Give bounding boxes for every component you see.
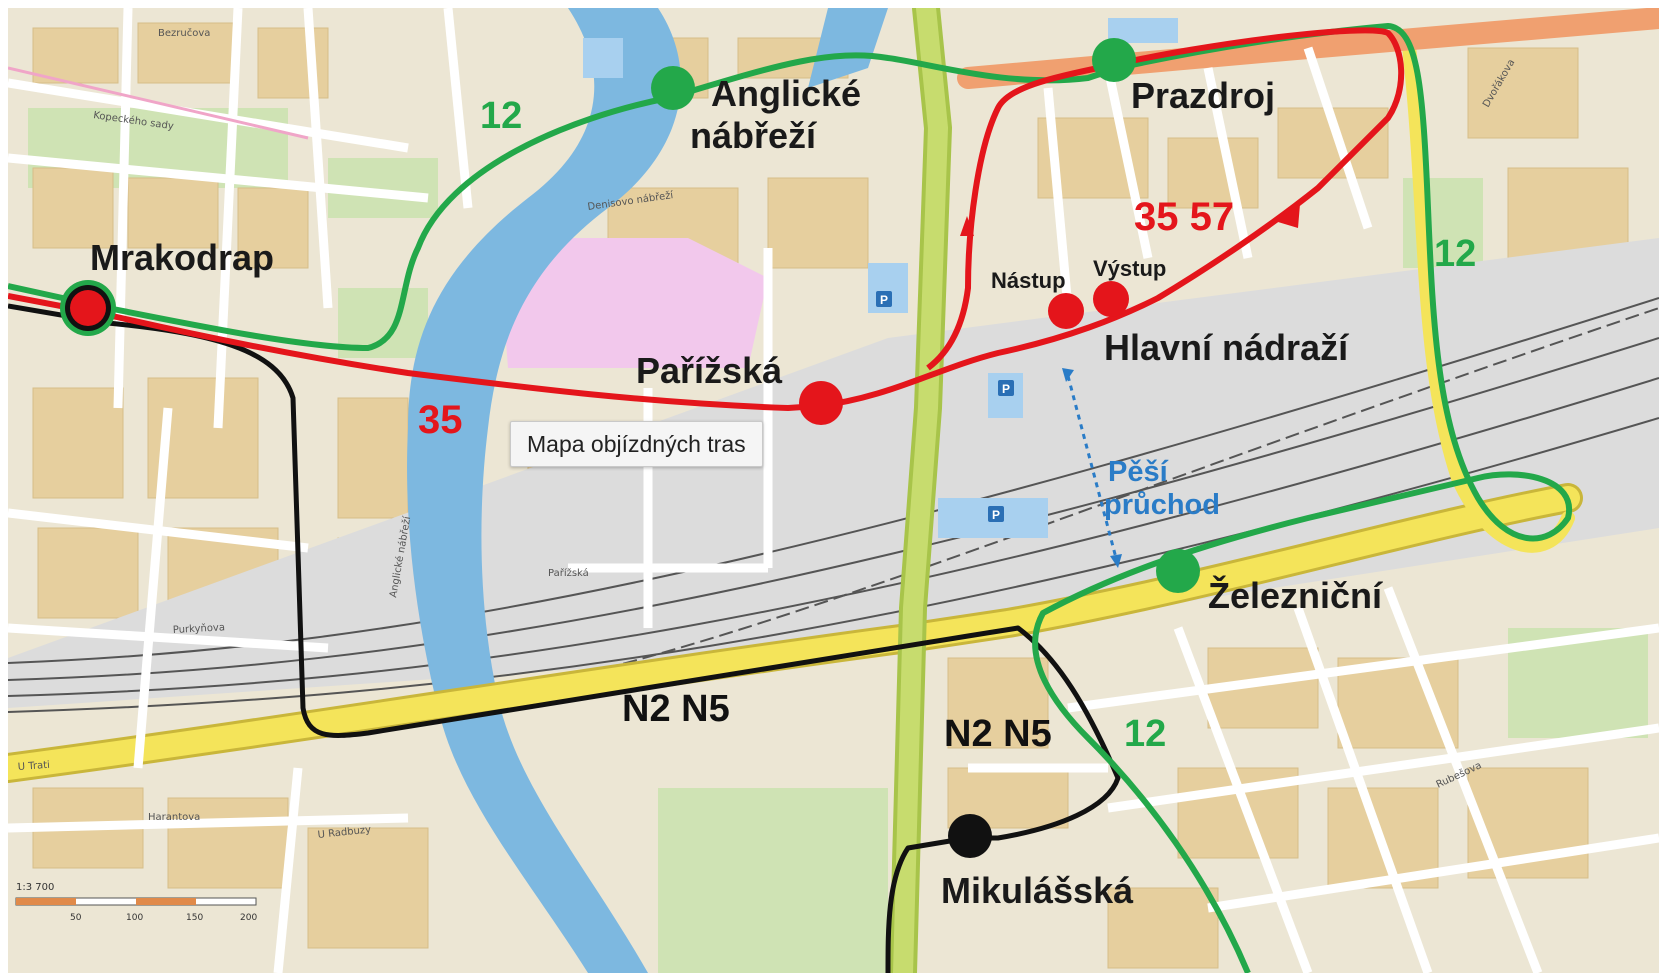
- route-n2-n5-line: [8, 303, 1121, 973]
- stop-label-anglicke-1: Anglické: [711, 73, 861, 114]
- route-label-12-south: 12: [1124, 713, 1166, 755]
- pedestrian-arrow-top: [1062, 368, 1074, 382]
- minor-line: [8, 66, 309, 140]
- pedestrian-arrow-bottom: [1110, 554, 1122, 568]
- stop-label-mrakodrap: Mrakodrap: [90, 237, 274, 278]
- route-label-35-57: 35 57: [1134, 195, 1234, 239]
- stop-markers: [60, 38, 1200, 858]
- street-label-bezrucova: Bezručova: [158, 27, 210, 39]
- street-label-harantova: Harantova: [148, 812, 200, 823]
- stop-label-parizska: Pařížská: [636, 350, 783, 391]
- pedestrian-label-line1: Pěší: [1108, 456, 1169, 488]
- image-tooltip: Mapa objízdných tras: [510, 421, 763, 467]
- parking-icon: P P P: [876, 291, 1014, 522]
- route-35-57-line: [8, 27, 1405, 411]
- route-number-labels: 12 12 12 35 57 35 N2 N5 N2 N5: [418, 95, 1476, 755]
- stop-anglicke-marker: [651, 66, 695, 110]
- detour-map[interactable]: P P P: [8, 8, 1659, 973]
- radbuza-river: [407, 8, 681, 973]
- street-label-u-trati: U Trati: [17, 760, 50, 773]
- scale-tick-1: 50: [70, 913, 82, 923]
- stop-parizska-marker: [799, 381, 843, 425]
- direction-arrow-up: [960, 216, 974, 236]
- scale-bar: 1:3 700 50 100 150 200: [15, 882, 257, 923]
- scale-tick-4: 200: [240, 913, 257, 923]
- scale-ratio: 1:3 700: [16, 882, 54, 893]
- stop-zeleznicni-marker: [1156, 549, 1200, 593]
- stop-label-mikulasska: Mikulášská: [941, 870, 1134, 911]
- stop-label-anglicke-2: nábřeží: [690, 115, 817, 156]
- stop-label-hlavni-nadrazi: Hlavní nádraží: [1104, 327, 1349, 368]
- svg-text:P: P: [1002, 382, 1010, 396]
- stop-label-vystup: Výstup: [1093, 256, 1166, 281]
- route-label-12-north: 12: [480, 95, 522, 137]
- stop-label-nastup: Nástup: [991, 268, 1066, 293]
- stop-label-zeleznicni: Železniční: [1208, 574, 1383, 616]
- pedestrian-label-line2: průchod: [1104, 489, 1220, 521]
- streets: [8, 8, 1659, 973]
- stop-vystup-marker: [1093, 281, 1129, 317]
- map-canvas: P P P: [8, 8, 1659, 973]
- stop-label-prazdroj: Prazdroj: [1131, 75, 1275, 116]
- pedestrian-passage-line: [1066, 375, 1118, 559]
- route-label-35: 35: [418, 398, 463, 442]
- stop-nastup-marker: [1048, 293, 1084, 329]
- scale-tick-2: 100: [126, 913, 143, 923]
- stop-mikulasska-marker: [948, 814, 992, 858]
- shopping-centre-area: [498, 238, 768, 368]
- direction-arrow-down: [1278, 204, 1300, 228]
- scale-tick-3: 150: [186, 913, 203, 923]
- pedestrian-label: Pěší průchod: [1104, 456, 1220, 521]
- river-branch: [808, 8, 888, 88]
- street-label-parizska: Pařížská: [548, 567, 589, 579]
- stop-labels: Anglické nábřeží Prazdroj Mrakodrap Paří…: [90, 73, 1383, 911]
- svg-text:P: P: [992, 508, 1000, 522]
- street-label-purkynova: Purkyňova: [173, 621, 226, 636]
- route-label-12-east: 12: [1434, 233, 1476, 275]
- route-label-n2-n5-east: N2 N5: [944, 713, 1052, 755]
- svg-text:P: P: [880, 293, 888, 307]
- stop-prazdroj-marker: [1092, 38, 1136, 82]
- stop-mrakodrap-marker-inner: [70, 290, 106, 326]
- route-label-n2-n5-west: N2 N5: [622, 688, 730, 730]
- route-12-line: [8, 23, 1573, 973]
